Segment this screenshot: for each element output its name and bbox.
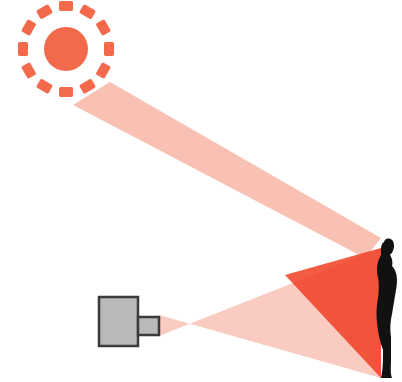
sun-icon xyxy=(18,1,114,97)
camera-lens xyxy=(138,317,159,335)
camera-body xyxy=(99,297,138,346)
sun-light-beam xyxy=(73,82,381,258)
camera-icon xyxy=(99,297,159,346)
